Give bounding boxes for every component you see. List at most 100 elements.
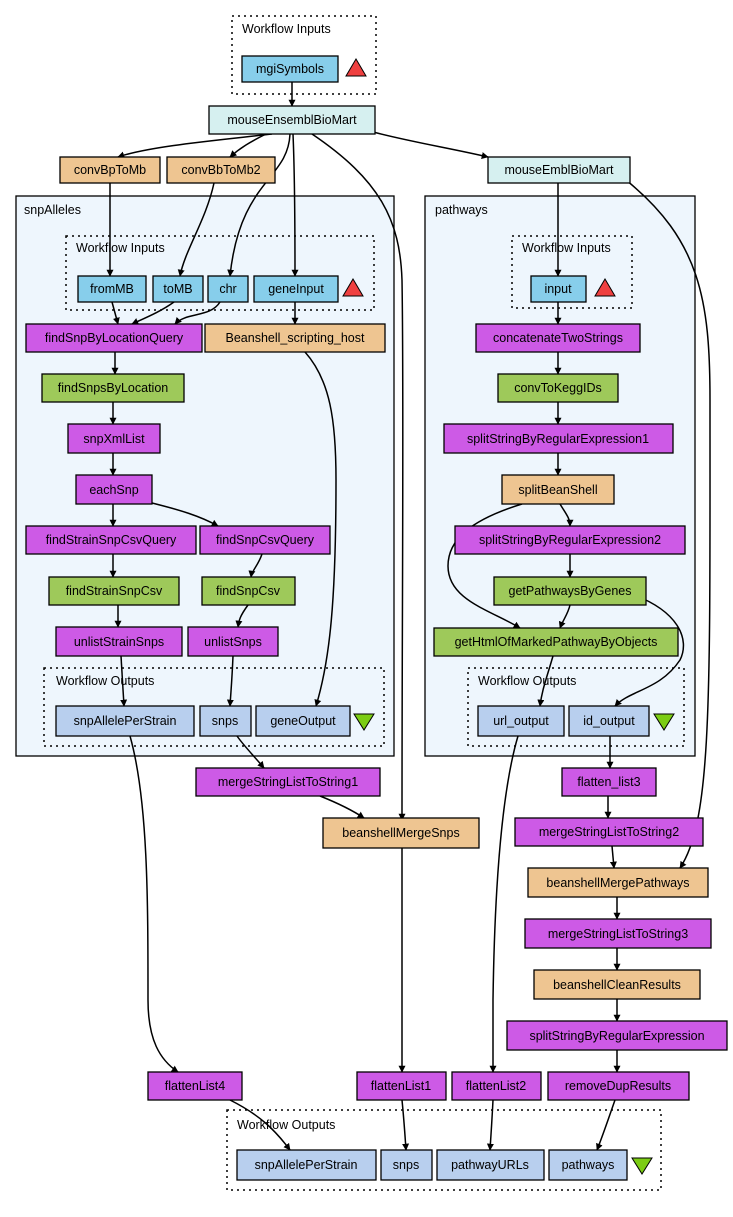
node-label: beanshellMergePathways: [546, 876, 689, 890]
edge-findSnpCsvQuery-findSnpCsv: [248, 553, 263, 578]
node-label: getPathwaysByGenes: [509, 584, 632, 598]
node-mouseensemblbiomart[interactable]: [208, 105, 376, 135]
node-chr[interactable]: [207, 275, 249, 303]
node-label: removeDupResults: [565, 1079, 671, 1093]
edge-convBbToMb2-toMB: [177, 182, 215, 277]
node-snpalleleperstrain-inner[interactable]: [55, 705, 195, 737]
node-beanshell-scripting-host[interactable]: [204, 323, 386, 353]
cluster-snp-inputs: [65, 235, 375, 311]
node-mouseemblbiomart[interactable]: [487, 156, 631, 184]
input-port-icon: [594, 278, 616, 297]
node-label: geneOutput: [270, 714, 336, 728]
node-mgisymbols[interactable]: [241, 55, 339, 83]
node-eachsnp[interactable]: [75, 474, 153, 505]
node-frommb[interactable]: [77, 275, 147, 303]
node-label: snps: [393, 1158, 419, 1172]
node-beanshellcleanresults[interactable]: [533, 969, 701, 1000]
cluster-pathway-inputs: [511, 235, 633, 309]
node-label: splitBeanShell: [518, 483, 597, 497]
node-id-output[interactable]: [568, 705, 650, 737]
node-label: flattenList4: [165, 1079, 226, 1093]
node-out-pathwayurls[interactable]: [436, 1149, 545, 1181]
node-label: mergeStringListToString1: [218, 775, 358, 789]
edge-bioMart-convBpToMb: [117, 133, 273, 159]
node-label: getHtmlOfMarkedPathwayByObjects: [455, 635, 658, 649]
node-unliststrainsnps[interactable]: [55, 626, 183, 657]
edge-removeDupResults-out_pathways: [596, 1099, 616, 1151]
node-label: url_output: [493, 714, 549, 728]
node-mergestringlisttostring3[interactable]: [524, 918, 712, 949]
node-geneoutput[interactable]: [255, 705, 351, 737]
node-splitbeanshell[interactable]: [501, 474, 615, 505]
edge-merge2-beanshellMergePathways: [609, 845, 617, 869]
node-label: toMB: [163, 282, 192, 296]
node-mergestringlisttostring2[interactable]: [514, 817, 704, 847]
cluster-label-pathway-inputs: Workflow Inputs: [522, 241, 611, 255]
node-snpxmllist[interactable]: [67, 423, 161, 454]
node-label: mouseEnsemblBioMart: [227, 113, 357, 127]
node-flatten-list3[interactable]: [561, 767, 657, 797]
node-label: flattenList2: [466, 1079, 527, 1093]
node-geneinput[interactable]: [253, 275, 339, 303]
node-flattenlist1[interactable]: [356, 1071, 447, 1101]
node-label: convToKeggIDs: [514, 381, 602, 395]
node-findsnpsbylocation[interactable]: [41, 373, 185, 403]
node-findstrainsnpcsvquery[interactable]: [25, 525, 197, 555]
node-label: findSnpCsv: [216, 584, 281, 598]
node-label: findStrainSnpCsvQuery: [46, 533, 177, 547]
node-label: snpXmlList: [83, 432, 145, 446]
node-label: fromMB: [90, 282, 134, 296]
node-convtokeggids[interactable]: [497, 373, 619, 403]
node-convbptomb[interactable]: [59, 156, 161, 184]
node-findsnpbylocationquery[interactable]: [25, 323, 203, 353]
node-findsnpcsv[interactable]: [201, 576, 296, 606]
node-out-snps[interactable]: [380, 1149, 433, 1181]
node-flattenlist4[interactable]: [147, 1071, 243, 1101]
node-label: flattenList1: [371, 1079, 432, 1093]
edges: [106, 82, 711, 1151]
node-url-output[interactable]: [477, 705, 565, 737]
node-removedupresults[interactable]: [547, 1071, 690, 1101]
edge-flattenList2-out_pathwayURLs: [486, 1099, 494, 1151]
node-label: splitStringByRegularExpression2: [479, 533, 661, 547]
cluster-label-workflow-outputs: Workflow Outputs: [237, 1118, 335, 1132]
node-splitstringbyregularexpression1[interactable]: [443, 423, 674, 454]
node-findsnpcsvquery[interactable]: [199, 525, 331, 555]
node-label: snpAllelePerStrain: [255, 1158, 358, 1172]
node-findstrainsnpcsv[interactable]: [48, 576, 180, 606]
node-label: mgiSymbols: [256, 62, 324, 76]
node-out-snpalleleperstrain[interactable]: [236, 1149, 377, 1181]
node-label: mergeStringListToString2: [539, 825, 679, 839]
cluster-label-pathways: pathways: [435, 203, 488, 217]
node-beanshellmergepathways[interactable]: [527, 867, 709, 898]
cluster-label-workflow-inputs: Workflow Inputs: [242, 22, 331, 36]
node-splitstringbyregularexpression2[interactable]: [454, 525, 686, 555]
output-port-icon: [353, 713, 375, 731]
node-tomb[interactable]: [152, 275, 204, 303]
node-gethtmlofmarkedpathwaybyobjects[interactable]: [433, 627, 679, 657]
edge-beanshell-geneOutput: [304, 351, 337, 707]
node-getpathwaysbygenes[interactable]: [493, 576, 647, 606]
node-concatenatetwostrings[interactable]: [475, 323, 641, 353]
node-splitstringbyregularexpression[interactable]: [506, 1020, 728, 1051]
node-beanshellmergesnps[interactable]: [322, 817, 480, 849]
edge-splitBeanShell-split2: [559, 503, 574, 527]
node-flattenlist2[interactable]: [451, 1071, 542, 1101]
node-input[interactable]: [530, 275, 587, 303]
edge-eachSnp-findSnpCsvQuery: [151, 502, 219, 527]
node-snps-inner[interactable]: [199, 705, 252, 737]
node-label: snps: [212, 714, 238, 728]
edge-unlistStrainSnps-snpAllelePerStrain: [120, 655, 128, 707]
node-unlistsnps[interactable]: [187, 626, 279, 657]
node-mergestringlisttostring1[interactable]: [195, 767, 381, 797]
cluster-pathway-outputs: [467, 667, 685, 747]
edge-bioMart-geneInput: [291, 133, 299, 277]
node-label: geneInput: [268, 282, 324, 296]
node-label: eachSnp: [89, 483, 138, 497]
cluster-label-snp-outputs: Workflow Outputs: [56, 674, 154, 688]
node-out-pathways[interactable]: [548, 1149, 628, 1181]
node-convbbtomb2[interactable]: [166, 156, 276, 184]
edge-chr-findSnpByLocationQuery: [174, 301, 221, 325]
node-label: mergeStringListToString3: [548, 927, 688, 941]
edge-unlistSnps-snps: [226, 655, 234, 707]
